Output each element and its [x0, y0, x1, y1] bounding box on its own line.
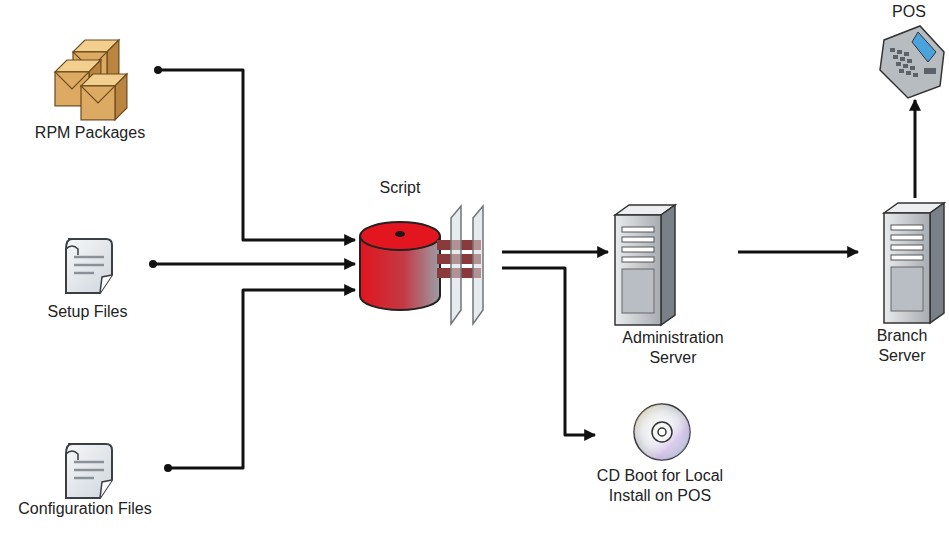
- cd-illustration: [634, 404, 690, 460]
- node-label: Setup Files: [25, 302, 150, 322]
- icon-node: Administration Server: [608, 200, 738, 370]
- flow-arrow: [502, 251, 608, 254]
- server-illustration: [615, 205, 675, 325]
- icon-node: Configuration Files: [5, 432, 165, 521]
- script-illustration: [360, 206, 483, 324]
- node-label: CD Boot for Local Install on POS: [595, 466, 725, 506]
- pos-illustration: [880, 26, 944, 98]
- icon-node: CD Boot for Local Install on POS: [595, 400, 725, 530]
- cd-icon: [595, 400, 725, 530]
- icon-node: RPM Packages: [25, 35, 155, 147]
- flow-arrow: [738, 251, 858, 254]
- icon-node: Setup Files: [25, 230, 150, 325]
- connector-dot: [164, 464, 172, 472]
- flow-arrow: [165, 290, 355, 468]
- icon-node: Script: [355, 178, 502, 328]
- node-label: Script: [355, 178, 445, 198]
- flow-arrow: [150, 263, 355, 266]
- node-label: RPM Packages: [25, 123, 155, 143]
- connector-dot: [149, 260, 157, 268]
- node-label: Branch Server: [858, 326, 946, 366]
- node-label: Configuration Files: [5, 499, 165, 519]
- icon-node: POS: [872, 2, 946, 100]
- doc-illustration: [66, 239, 112, 293]
- node-label: POS: [872, 2, 946, 22]
- connector-dot: [154, 66, 162, 74]
- flow-arrow: [502, 268, 595, 435]
- flow-arrow: [914, 100, 917, 198]
- pkg-illustration: [55, 40, 127, 120]
- icon-node: Branch Server: [858, 198, 946, 368]
- node-label: Administration Server: [608, 328, 738, 368]
- doc-illustration: [66, 444, 112, 498]
- server-illustration: [884, 203, 944, 323]
- flow-arrow: [155, 70, 355, 240]
- script-icon: [355, 178, 502, 328]
